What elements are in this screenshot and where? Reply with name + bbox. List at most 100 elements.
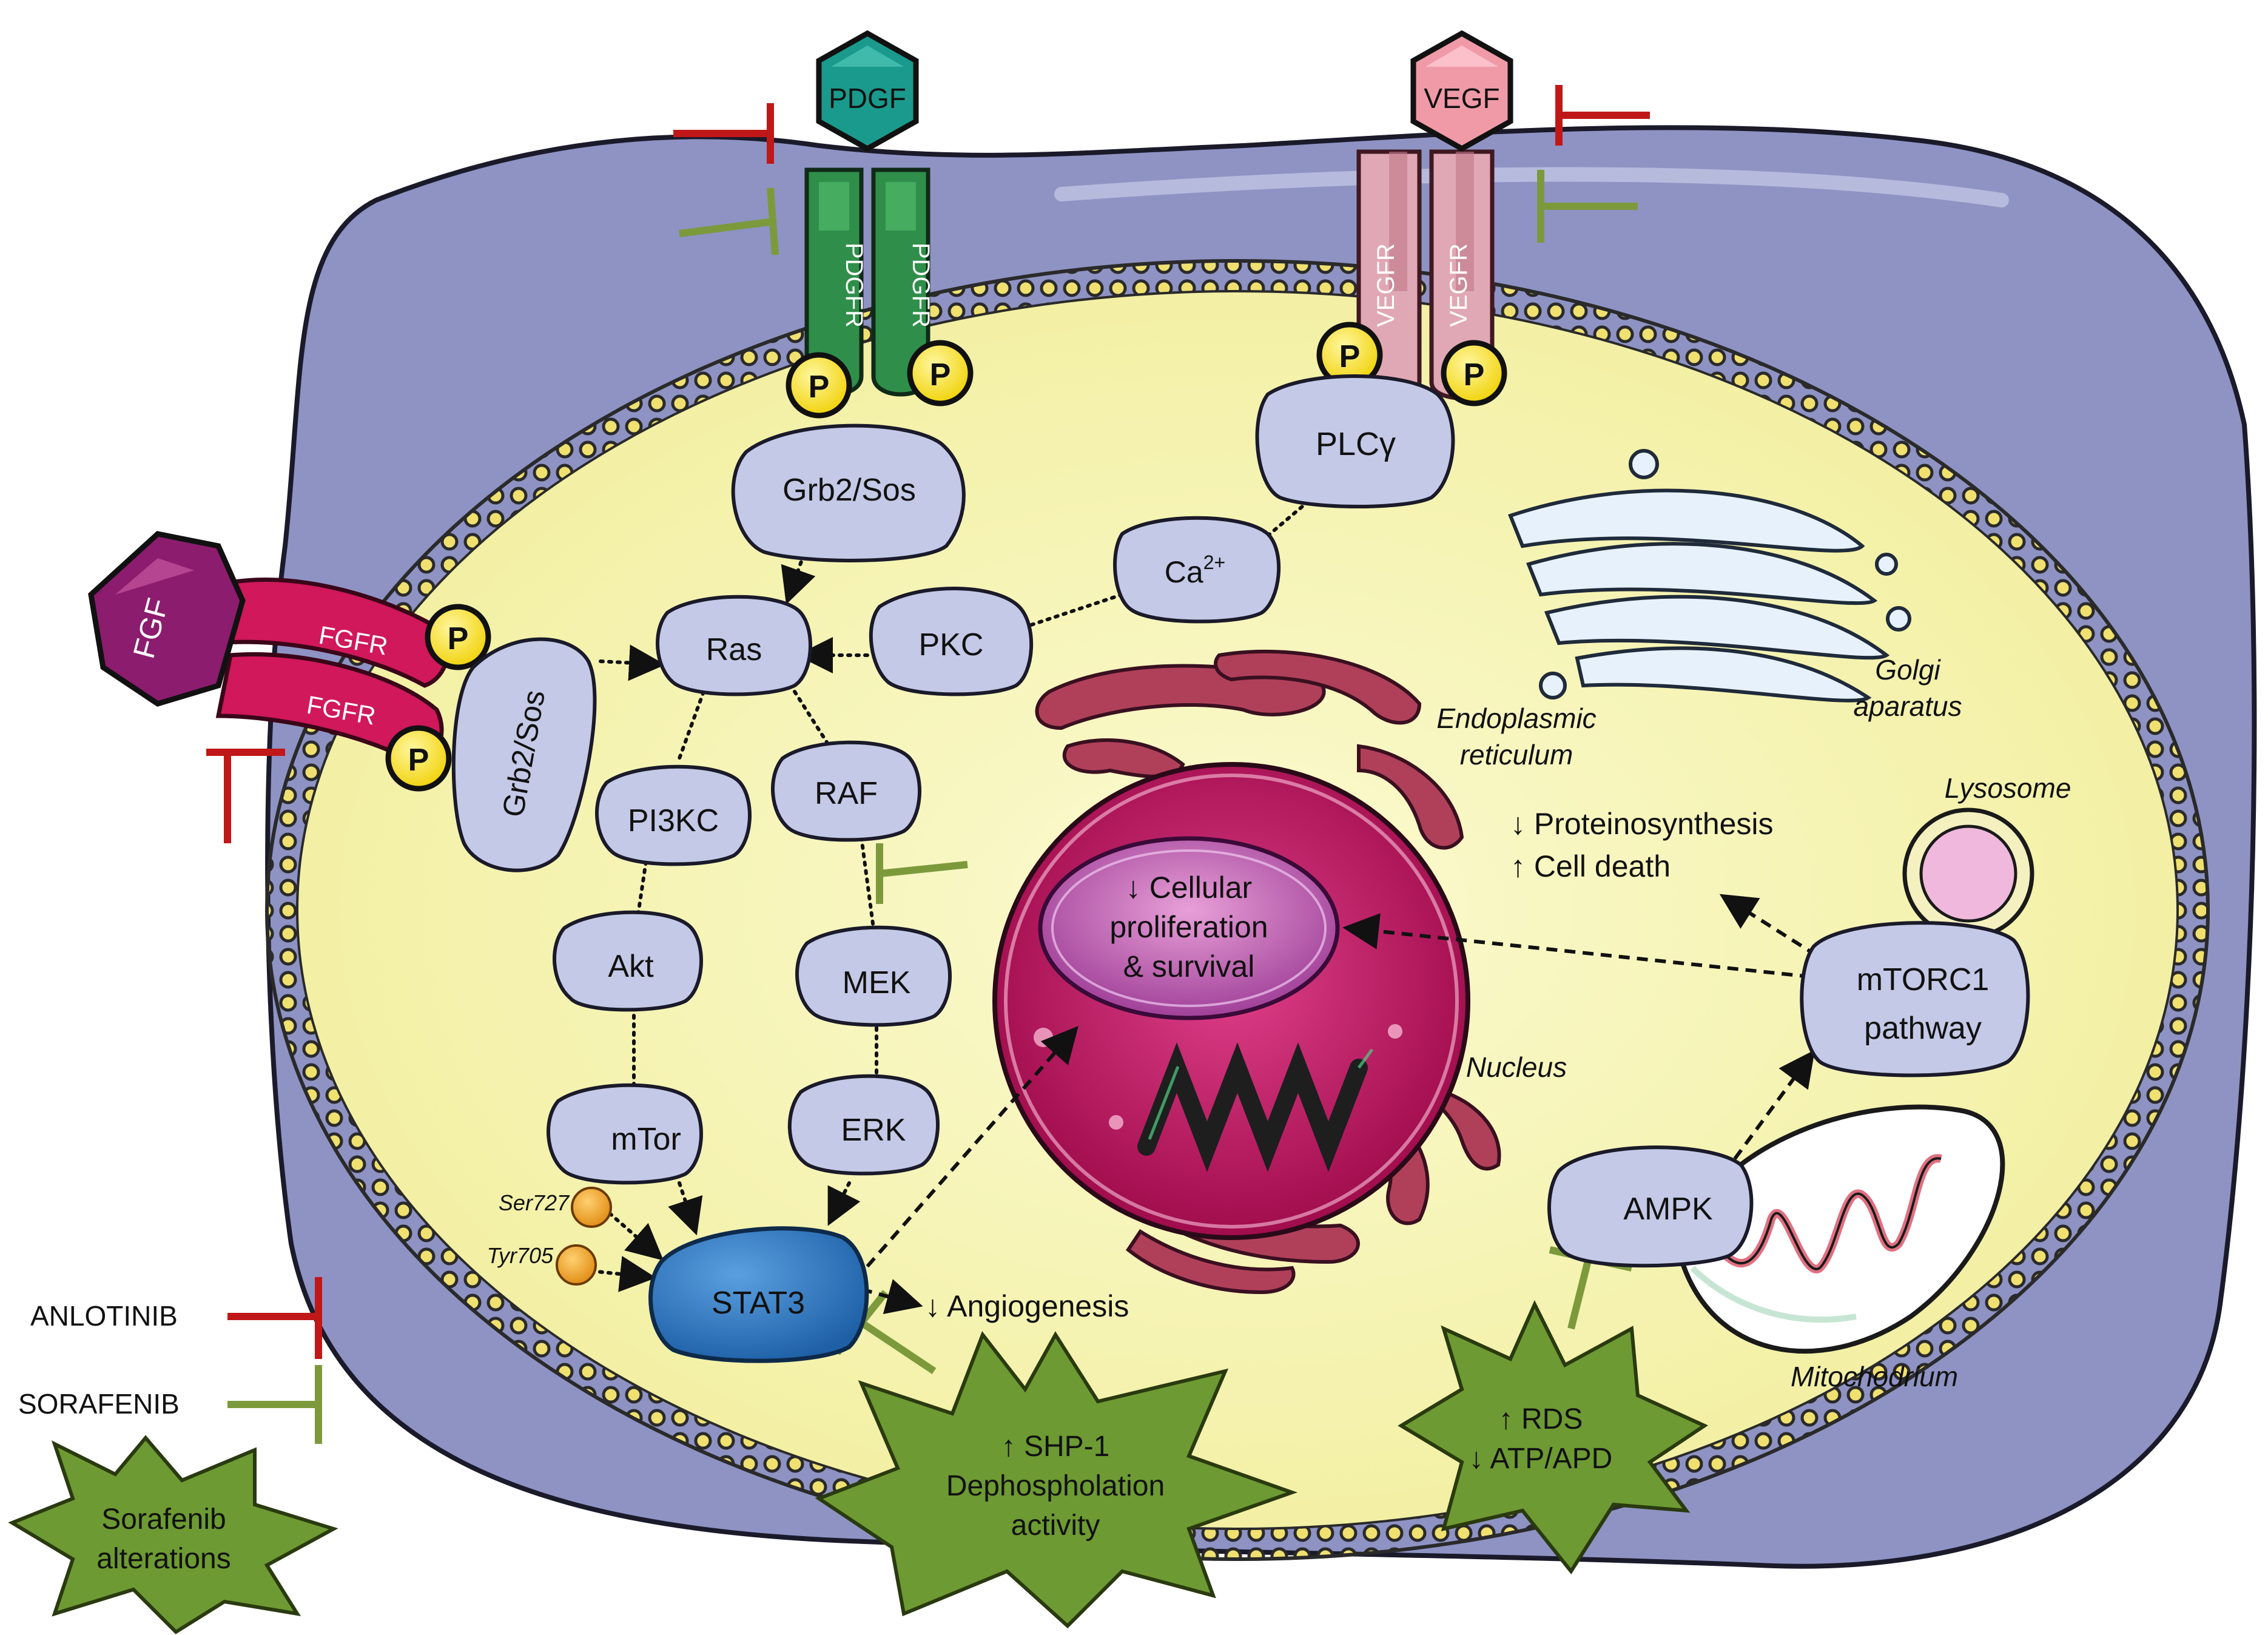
svg-text:mTor: mTor xyxy=(611,1122,681,1157)
svg-text:activity: activity xyxy=(1011,1509,1100,1542)
svg-text:AMPK: AMPK xyxy=(1623,1192,1713,1227)
label-mitochondrium: Mitochodrium xyxy=(1791,1361,1958,1392)
effect-angiogenesis: ↓ Angiogenesis xyxy=(925,1289,1129,1323)
vegfr-label-right: VEGFR xyxy=(1445,243,1472,327)
protein-ca2: Ca2+ xyxy=(1113,516,1281,624)
nucleus-effect-text: ↓ Cellular proliferation & survival xyxy=(1109,871,1268,983)
label-er-2: reticulum xyxy=(1460,739,1573,770)
legend-sorafenib: SORAFENIB xyxy=(18,1365,322,1444)
svg-text:STAT3: STAT3 xyxy=(712,1286,805,1321)
svg-text:PLCγ: PLCγ xyxy=(1316,426,1396,462)
label-golgi-2: aparatus xyxy=(1853,690,1962,722)
sorafenib-inhibit-vegfr xyxy=(1537,170,1638,243)
site-tyr705: Tyr705 xyxy=(487,1243,597,1286)
svg-text:Sorafenib: Sorafenib xyxy=(101,1503,226,1536)
svg-text:P: P xyxy=(809,369,830,405)
svg-text:P: P xyxy=(930,357,951,393)
phospho-vegfr-right: P xyxy=(1441,340,1507,406)
svg-text:RAF: RAF xyxy=(815,776,878,811)
nucleus xyxy=(992,762,1470,1240)
phospho-sites: P P P P P P xyxy=(385,322,1507,792)
protein-ras: Ras xyxy=(656,595,812,696)
protein-mtor: mTor xyxy=(547,1083,703,1185)
phospho-fgfr-top: P xyxy=(425,604,491,670)
svg-text:SORAFENIB: SORAFENIB xyxy=(18,1388,180,1420)
svg-text:mTORC1: mTORC1 xyxy=(1857,962,1990,997)
svg-text:proliferation: proliferation xyxy=(1109,910,1268,944)
label-er: Endoplasmic xyxy=(1436,703,1596,734)
svg-text:ANLOTINIB: ANLOTINIB xyxy=(30,1300,178,1332)
vegf-label: VEGF xyxy=(1424,83,1499,114)
chromatin xyxy=(1137,1042,1368,1172)
svg-text:Tyr705: Tyr705 xyxy=(487,1243,554,1268)
pdgfr-label-left: PDGFR xyxy=(841,243,867,328)
label-nucleus: Nucleus xyxy=(1466,1051,1567,1083)
sorafenib-inhibit-pdgfr xyxy=(679,187,779,255)
svg-text:& survival: & survival xyxy=(1123,949,1255,983)
svg-text:↓ ATP/APD: ↓ ATP/APD xyxy=(1469,1443,1613,1475)
effect-proteinosynthesis: ↓ Proteinosynthesis xyxy=(1510,807,1774,841)
label-lysosome: Lysosome xyxy=(1945,772,2071,804)
protein-grb2-sos-top: Grb2/Sos xyxy=(731,423,966,562)
svg-text:P: P xyxy=(408,743,429,778)
protein-mek: MEK xyxy=(795,925,952,1027)
svg-text:Ser727: Ser727 xyxy=(499,1190,570,1215)
protein-ampk: AMPK xyxy=(1547,1145,1754,1268)
fgfr-receptor: FGFR FGFR xyxy=(215,577,450,767)
sorafenib-inhibit-raf xyxy=(876,843,968,904)
pdgf-label: PDGF xyxy=(829,83,906,114)
svg-text:alterations: alterations xyxy=(96,1543,231,1575)
svg-text:↓ Cellular: ↓ Cellular xyxy=(1126,871,1252,905)
svg-text:P: P xyxy=(1464,357,1485,393)
nucleolus xyxy=(1038,836,1340,1020)
pdgfr-receptor: PDGFR PDGFR xyxy=(804,167,934,397)
protein-raf: RAF xyxy=(771,740,921,842)
protein-pkc: PKC xyxy=(869,587,1034,696)
phospho-vegfr-left: P xyxy=(1316,322,1383,388)
svg-text:MEK: MEK xyxy=(843,965,911,1000)
starburst-rds: ↑ RDS ↓ ATP/APD xyxy=(1398,1300,1709,1575)
protein-akt: Akt xyxy=(553,910,703,1012)
svg-text:PKC: PKC xyxy=(919,627,984,662)
svg-text:Ca2+: Ca2+ xyxy=(1165,551,1225,589)
pdgfr-label-right: PDGFR xyxy=(907,243,934,328)
anlotinib-inhibitors xyxy=(206,85,1650,843)
svg-text:pathway: pathway xyxy=(1864,1011,1982,1046)
svg-text:Akt: Akt xyxy=(608,949,654,984)
golgi-apparatus xyxy=(1508,449,1911,703)
legend-anlotinib: ANLOTINIB xyxy=(30,1277,322,1359)
site-ser727: Ser727 xyxy=(499,1187,612,1228)
starburst-sorafenib-alterations: Sorafenib alterations xyxy=(8,1435,338,1634)
svg-text:ERK: ERK xyxy=(841,1113,906,1148)
protein-mtorc1-pathway: mTORC1 pathway xyxy=(1800,921,2030,1077)
svg-text:↑ RDS: ↑ RDS xyxy=(1499,1403,1583,1435)
svg-text:PI3KC: PI3KC xyxy=(628,803,719,838)
anlotinib-inhibit-fgf xyxy=(206,749,285,843)
vegf-ligand: VEGF xyxy=(1410,30,1513,152)
lysosome xyxy=(1902,807,2034,940)
svg-text:Grb2/Sos: Grb2/Sos xyxy=(782,473,916,508)
legend: ANLOTINIB SORAFENIB xyxy=(18,1277,322,1444)
anlotinib-inhibit-vegf xyxy=(1555,85,1650,146)
anlotinib-inhibit-pdgf xyxy=(673,103,774,164)
phospho-fgfr-bottom: P xyxy=(385,725,452,792)
protein-grb2-sos-left: Grb2/Sos xyxy=(451,637,597,872)
vegfr-label-left: VEGFR xyxy=(1373,243,1399,327)
svg-text:Dephospholation: Dephospholation xyxy=(946,1470,1165,1502)
svg-text:P: P xyxy=(1339,339,1361,374)
starburst-shp1: ↑ SHP-1 Dephospholation activity xyxy=(815,1330,1298,1629)
svg-text:↑ SHP-1: ↑ SHP-1 xyxy=(1001,1431,1110,1463)
svg-text:Ras: Ras xyxy=(706,632,762,667)
outer-cell-highlight xyxy=(1054,167,2009,207)
fgf-ligand: FGF xyxy=(88,531,246,707)
phospho-pdgfr-left: P xyxy=(786,352,852,419)
sorafenib-inhibitors xyxy=(679,170,1638,1374)
pdgf-ligand: PDGF xyxy=(816,30,919,152)
protein-pi3kc: PI3KC xyxy=(595,764,752,866)
mitochondrium xyxy=(1677,1104,2005,1354)
protein-stat3: STAT3 xyxy=(648,1226,869,1363)
effect-cell-death: ↑ Cell death xyxy=(1510,849,1671,883)
svg-text:P: P xyxy=(448,621,469,656)
protein-erk: ERK xyxy=(787,1074,940,1176)
